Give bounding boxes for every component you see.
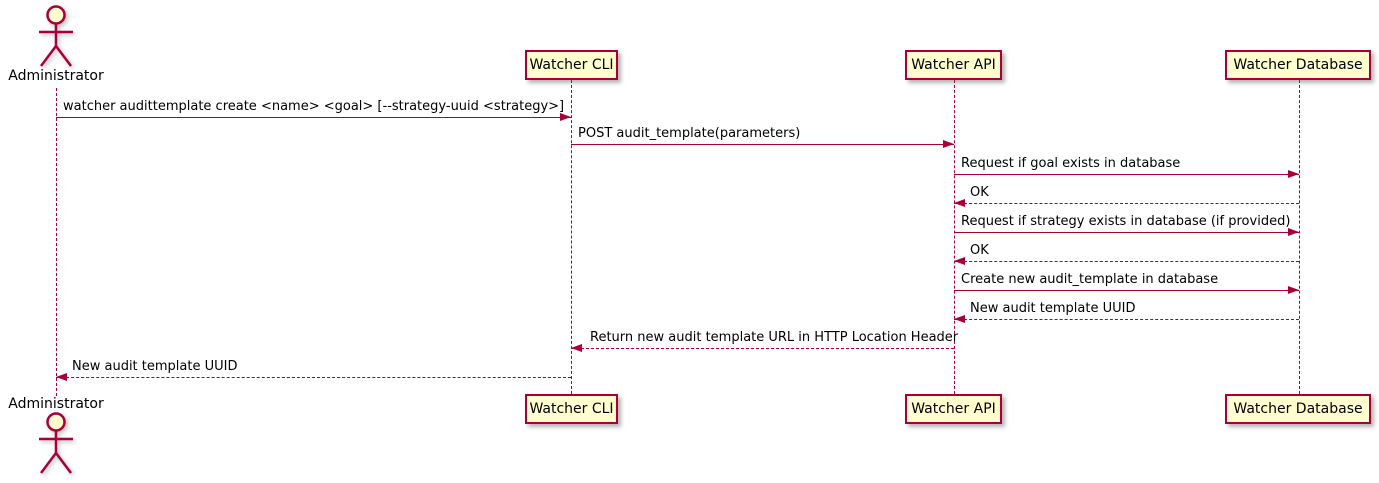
message-request-goal-exists: Request if goal exists in database (954, 156, 1299, 178)
participant-watcher-cli-bottom: Watcher CLI (525, 394, 618, 424)
message-new-uuid-from-db: New audit template UUID (954, 301, 1299, 323)
arrow-line (56, 373, 571, 381)
arrowhead-icon (954, 257, 965, 265)
message-ok-strategy: OK (954, 243, 1299, 265)
arrowhead-icon (954, 315, 965, 323)
arrow-line (571, 344, 954, 352)
participant-label: Watcher Database (1233, 57, 1363, 73)
arrow-line (954, 170, 1299, 178)
arrowhead-icon (1288, 170, 1299, 178)
actor-administrator-bottom-icon (39, 412, 73, 474)
message-create-audit-template-db: Create new audit_template in database (954, 272, 1299, 294)
message-create-audittemplate: watcher audittemplate create <name> <goa… (56, 99, 571, 121)
participant-watcher-cli-top: Watcher CLI (525, 50, 618, 80)
participant-label: Watcher Database (1233, 401, 1363, 417)
message-ok-goal: OK (954, 185, 1299, 207)
arrowhead-icon (1288, 228, 1299, 236)
participant-watcher-api-bottom: Watcher API (905, 394, 1002, 424)
participant-watcher-database-bottom: Watcher Database (1225, 394, 1371, 424)
lifeline-watcher-api (954, 80, 955, 394)
actor-administrator-bottom-label: Administrator (8, 396, 104, 412)
arrow-line (954, 228, 1299, 236)
arrowhead-icon (560, 113, 571, 121)
arrow-line (571, 140, 954, 148)
message-request-strategy-exists: Request if strategy exists in database (… (954, 214, 1299, 236)
participant-label: Watcher API (911, 401, 996, 417)
message-new-uuid-to-admin: New audit template UUID (56, 359, 571, 381)
arrowhead-icon (1288, 286, 1299, 294)
participant-label: Watcher CLI (529, 401, 614, 417)
arrowhead-icon (954, 199, 965, 207)
participant-label: Watcher CLI (529, 57, 614, 73)
actor-administrator-top-label: Administrator (8, 68, 104, 84)
arrow-line (56, 113, 571, 121)
arrowhead-icon (943, 140, 954, 148)
arrow-line (954, 286, 1299, 294)
arrowhead-icon (56, 373, 67, 381)
lifeline-watcher-cli (571, 80, 572, 394)
message-post-audit-template: POST audit_template(parameters) (571, 126, 954, 148)
lifeline-administrator (56, 88, 57, 396)
lifeline-watcher-database (1299, 80, 1300, 394)
arrow-line (954, 315, 1299, 323)
participant-watcher-database-top: Watcher Database (1225, 50, 1371, 80)
message-return-url-location-header: Return new audit template URL in HTTP Lo… (571, 330, 958, 352)
arrow-line (954, 257, 1299, 265)
arrowhead-icon (571, 344, 582, 352)
arrow-line (954, 199, 1299, 207)
participant-label: Watcher API (911, 57, 996, 73)
actor-administrator-top-icon (39, 5, 73, 67)
participant-watcher-api-top: Watcher API (905, 50, 1002, 80)
